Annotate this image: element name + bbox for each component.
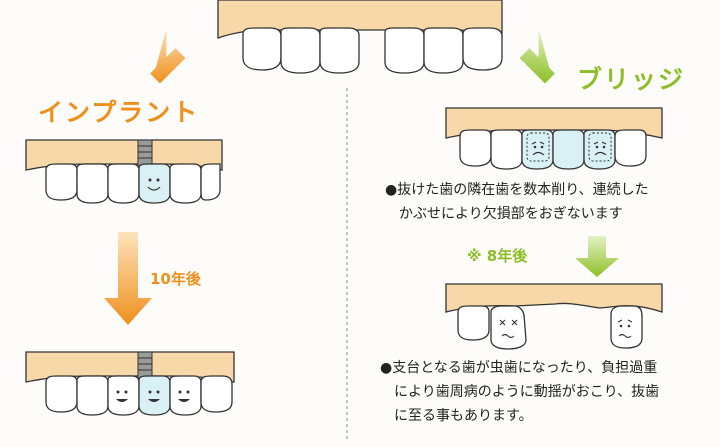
bullet-icon: ●	[385, 182, 398, 198]
implant-title: インプラント	[38, 98, 200, 127]
bridge-desc-line-2: かぶせにより欠損部をおぎないます	[399, 206, 623, 222]
pontic-tooth	[552, 129, 585, 170]
bridge-result-line-3: に至る事もあります。	[394, 408, 533, 424]
loose-tooth	[610, 305, 643, 349]
bridge-description: ●抜けた歯の隣在歯を数本削り、連続した かぶせにより欠損部をおぎないます	[385, 178, 649, 226]
implant-jaw	[25, 139, 223, 204]
top-jaw-missing-tooth	[217, 0, 503, 74]
bridge-desc-line-1: 抜けた歯の隣在歯を数本削り、連続した	[397, 182, 649, 198]
implant-arrow-label: 10年後	[150, 270, 201, 288]
bridge-title: ブリッジ	[577, 65, 686, 94]
implant-crown	[138, 163, 171, 204]
implant-branch-arrow	[150, 29, 186, 84]
bridge-result-description: ●支台となる歯が虫歯になったり、負担過重 により歯周病のように動揺がおこり、抜歯…	[380, 356, 659, 428]
decayed-tooth	[490, 305, 527, 350]
bridge-result-line-1: 支台となる歯が虫歯になったり、負担過重	[392, 360, 658, 376]
bridge-jaw	[445, 107, 663, 170]
implant-jaw-after	[25, 351, 235, 416]
bridge-branch-arrow	[519, 29, 555, 84]
bridge-result-line-2: により歯周病のように動揺がおこり、抜歯	[394, 384, 660, 400]
bridge-time-arrow	[575, 236, 619, 277]
bridge-jaw-after	[445, 283, 663, 350]
implant-time-arrow	[104, 232, 152, 325]
bullet-icon: ●	[380, 360, 393, 376]
bridge-after-label: ※ 8年後	[467, 247, 528, 265]
